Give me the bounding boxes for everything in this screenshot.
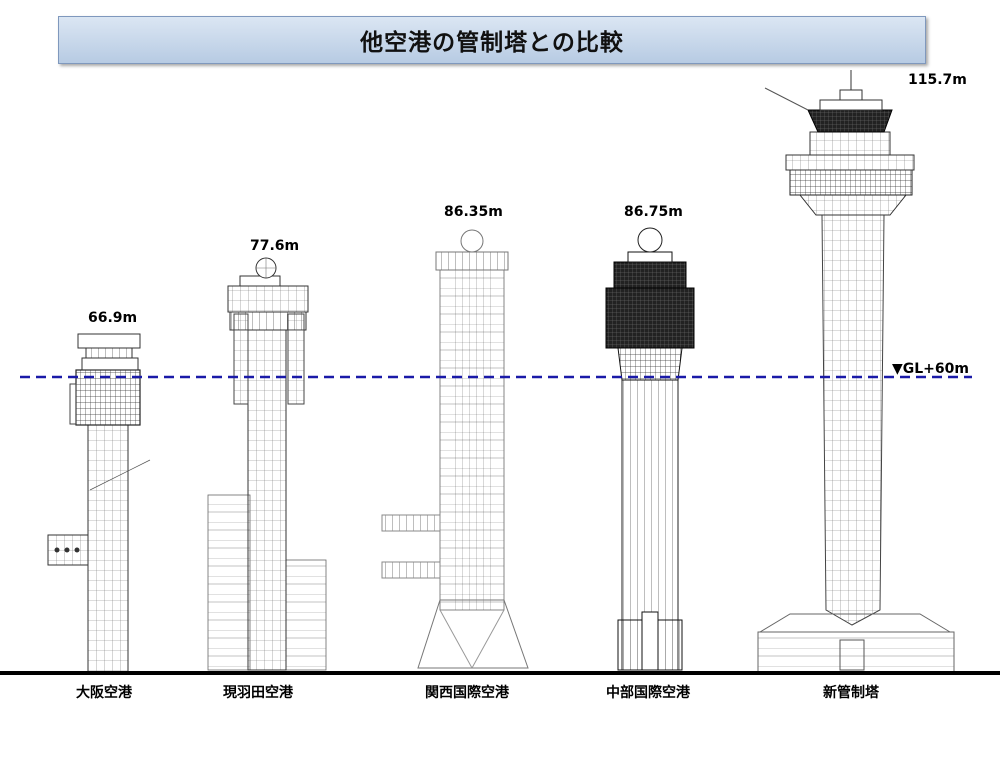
reference-line-label: ▼GL+60m (892, 361, 969, 377)
tower-new (757, 70, 955, 673)
height-label-kansai: 86.35m (444, 204, 503, 220)
tower-name-kansai: 関西国際空港 (425, 685, 509, 701)
tower-osaka (47, 333, 151, 673)
title-banner: 他空港の管制塔との比較 (58, 16, 926, 64)
height-label-chubu: 86.75m (624, 204, 683, 220)
tower-kansai (381, 229, 529, 670)
tower-chubu (605, 227, 695, 671)
tower-name-haneda: 現羽田空港 (223, 685, 293, 701)
tower-name-new: 新管制塔 (823, 685, 879, 701)
height-label-new: 115.7m (908, 72, 967, 88)
tower-name-osaka: 大阪空港 (76, 685, 132, 701)
height-label-osaka: 66.9m (88, 310, 138, 326)
tower-haneda (207, 257, 327, 671)
height-label-haneda: 77.6m (250, 238, 300, 254)
tower-name-chubu: 中部国際空港 (606, 685, 690, 701)
page-title: 他空港の管制塔との比較 (360, 30, 624, 56)
